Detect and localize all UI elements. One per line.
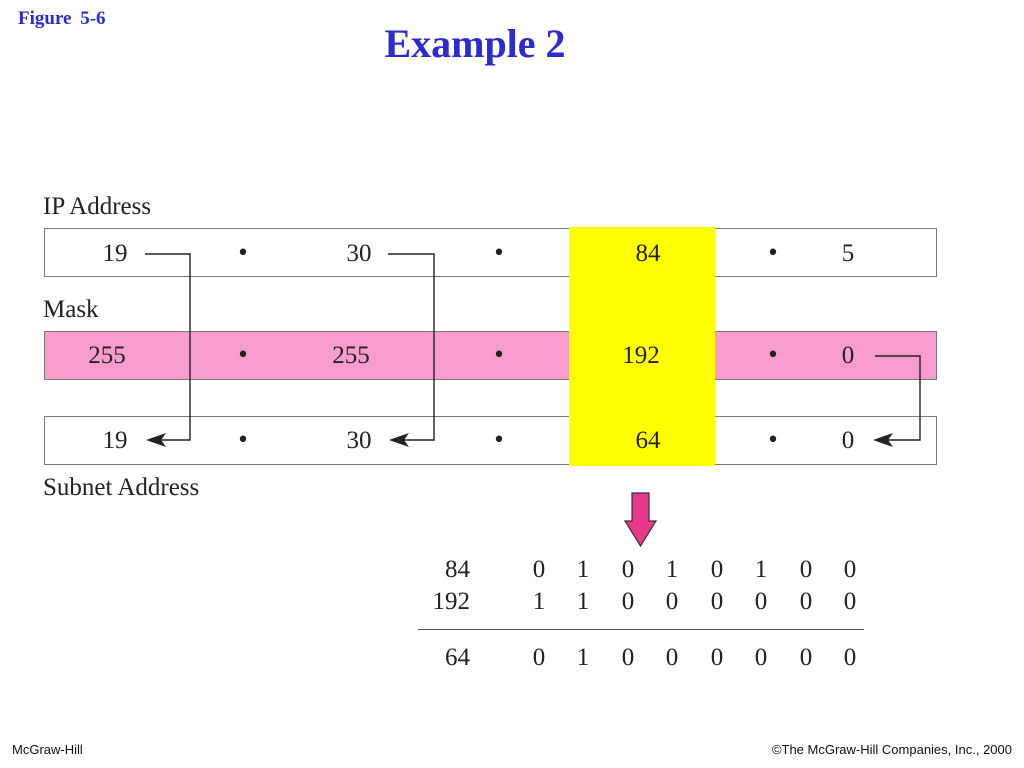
- binary-bit: 0: [843, 556, 857, 583]
- ip-dot-2: •: [492, 241, 506, 266]
- binary-bit: 0: [532, 556, 546, 583]
- ip-octet-4: 5: [841, 240, 855, 267]
- binary-bit: 0: [799, 588, 813, 615]
- binary-bit: 0: [665, 644, 679, 671]
- arrowhead-icon: [873, 433, 893, 447]
- binary-bit: 1: [665, 556, 679, 583]
- subnet-dot-3: •: [766, 428, 780, 453]
- mask-octet-4: 0: [841, 342, 855, 369]
- binary-bit: 1: [754, 556, 768, 583]
- binary-bit: 0: [532, 644, 546, 671]
- binary-bit: 0: [843, 644, 857, 671]
- binary-bit: 1: [532, 588, 546, 615]
- binary-bit: 0: [621, 644, 635, 671]
- subnet-octet-3: 64: [635, 427, 661, 454]
- binary-bit: 1: [576, 644, 590, 671]
- binary-bit: 0: [621, 556, 635, 583]
- ip-address-label: IP Address: [43, 193, 152, 220]
- footer-publisher: McGraw-Hill: [12, 742, 83, 757]
- binary-bit: 1: [576, 588, 590, 615]
- figure-label: Figure 5-6: [18, 8, 106, 29]
- result-divider: [418, 629, 864, 630]
- mask-box: [44, 331, 937, 380]
- octet-4-connector: [875, 355, 921, 441]
- subnet-dot-2: •: [492, 428, 506, 453]
- ip-dot-3: •: [766, 241, 780, 266]
- binary-bit: 0: [710, 644, 724, 671]
- page-title: Example 2: [384, 21, 566, 66]
- binary-bit: 0: [754, 644, 768, 671]
- binary-decimal-84: 84: [445, 556, 470, 583]
- binary-bit: 0: [754, 588, 768, 615]
- mask-dot-3: •: [766, 343, 780, 368]
- mask-octet-1: 255: [88, 342, 126, 369]
- subnet-octet-1: 19: [102, 427, 128, 454]
- binary-bit: 0: [799, 556, 813, 583]
- ip-dot-1: •: [236, 241, 250, 266]
- subnet-address-box: [44, 416, 937, 465]
- ip-octet-1: 19: [102, 240, 128, 267]
- octet-2-connector: [388, 253, 435, 441]
- binary-bit: 0: [710, 556, 724, 583]
- subnet-dot-1: •: [236, 428, 250, 453]
- binary-decimal-192: 192: [432, 588, 471, 615]
- arrowhead-icon: [146, 433, 166, 447]
- ip-address-box: [44, 228, 937, 277]
- mask-octet-2: 255: [332, 342, 370, 369]
- binary-decimal-64: 64: [445, 644, 470, 671]
- binary-bit: 0: [799, 644, 813, 671]
- mask-octet-3: 192: [622, 342, 660, 369]
- binary-bit: 0: [843, 588, 857, 615]
- subnet-octet-4: 0: [841, 427, 855, 454]
- mask-dot-2: •: [492, 343, 506, 368]
- subnet-address-label: Subnet Address: [43, 474, 200, 501]
- binary-bit: 0: [621, 588, 635, 615]
- mask-label: Mask: [43, 296, 99, 323]
- binary-bit: 0: [665, 588, 679, 615]
- octet-highlight-column: [569, 227, 715, 466]
- binary-bit: 0: [710, 588, 724, 615]
- octet-1-connector: [145, 253, 191, 441]
- ip-octet-2: 30: [346, 240, 372, 267]
- down-arrow-icon: [623, 492, 658, 548]
- arrowhead-icon: [389, 433, 409, 447]
- footer-copyright: ©The McGraw-Hill Companies, Inc., 2000: [771, 742, 1012, 757]
- ip-octet-3: 84: [635, 240, 661, 267]
- subnet-octet-2: 30: [346, 427, 372, 454]
- binary-bit: 1: [576, 556, 590, 583]
- mask-dot-1: •: [236, 343, 250, 368]
